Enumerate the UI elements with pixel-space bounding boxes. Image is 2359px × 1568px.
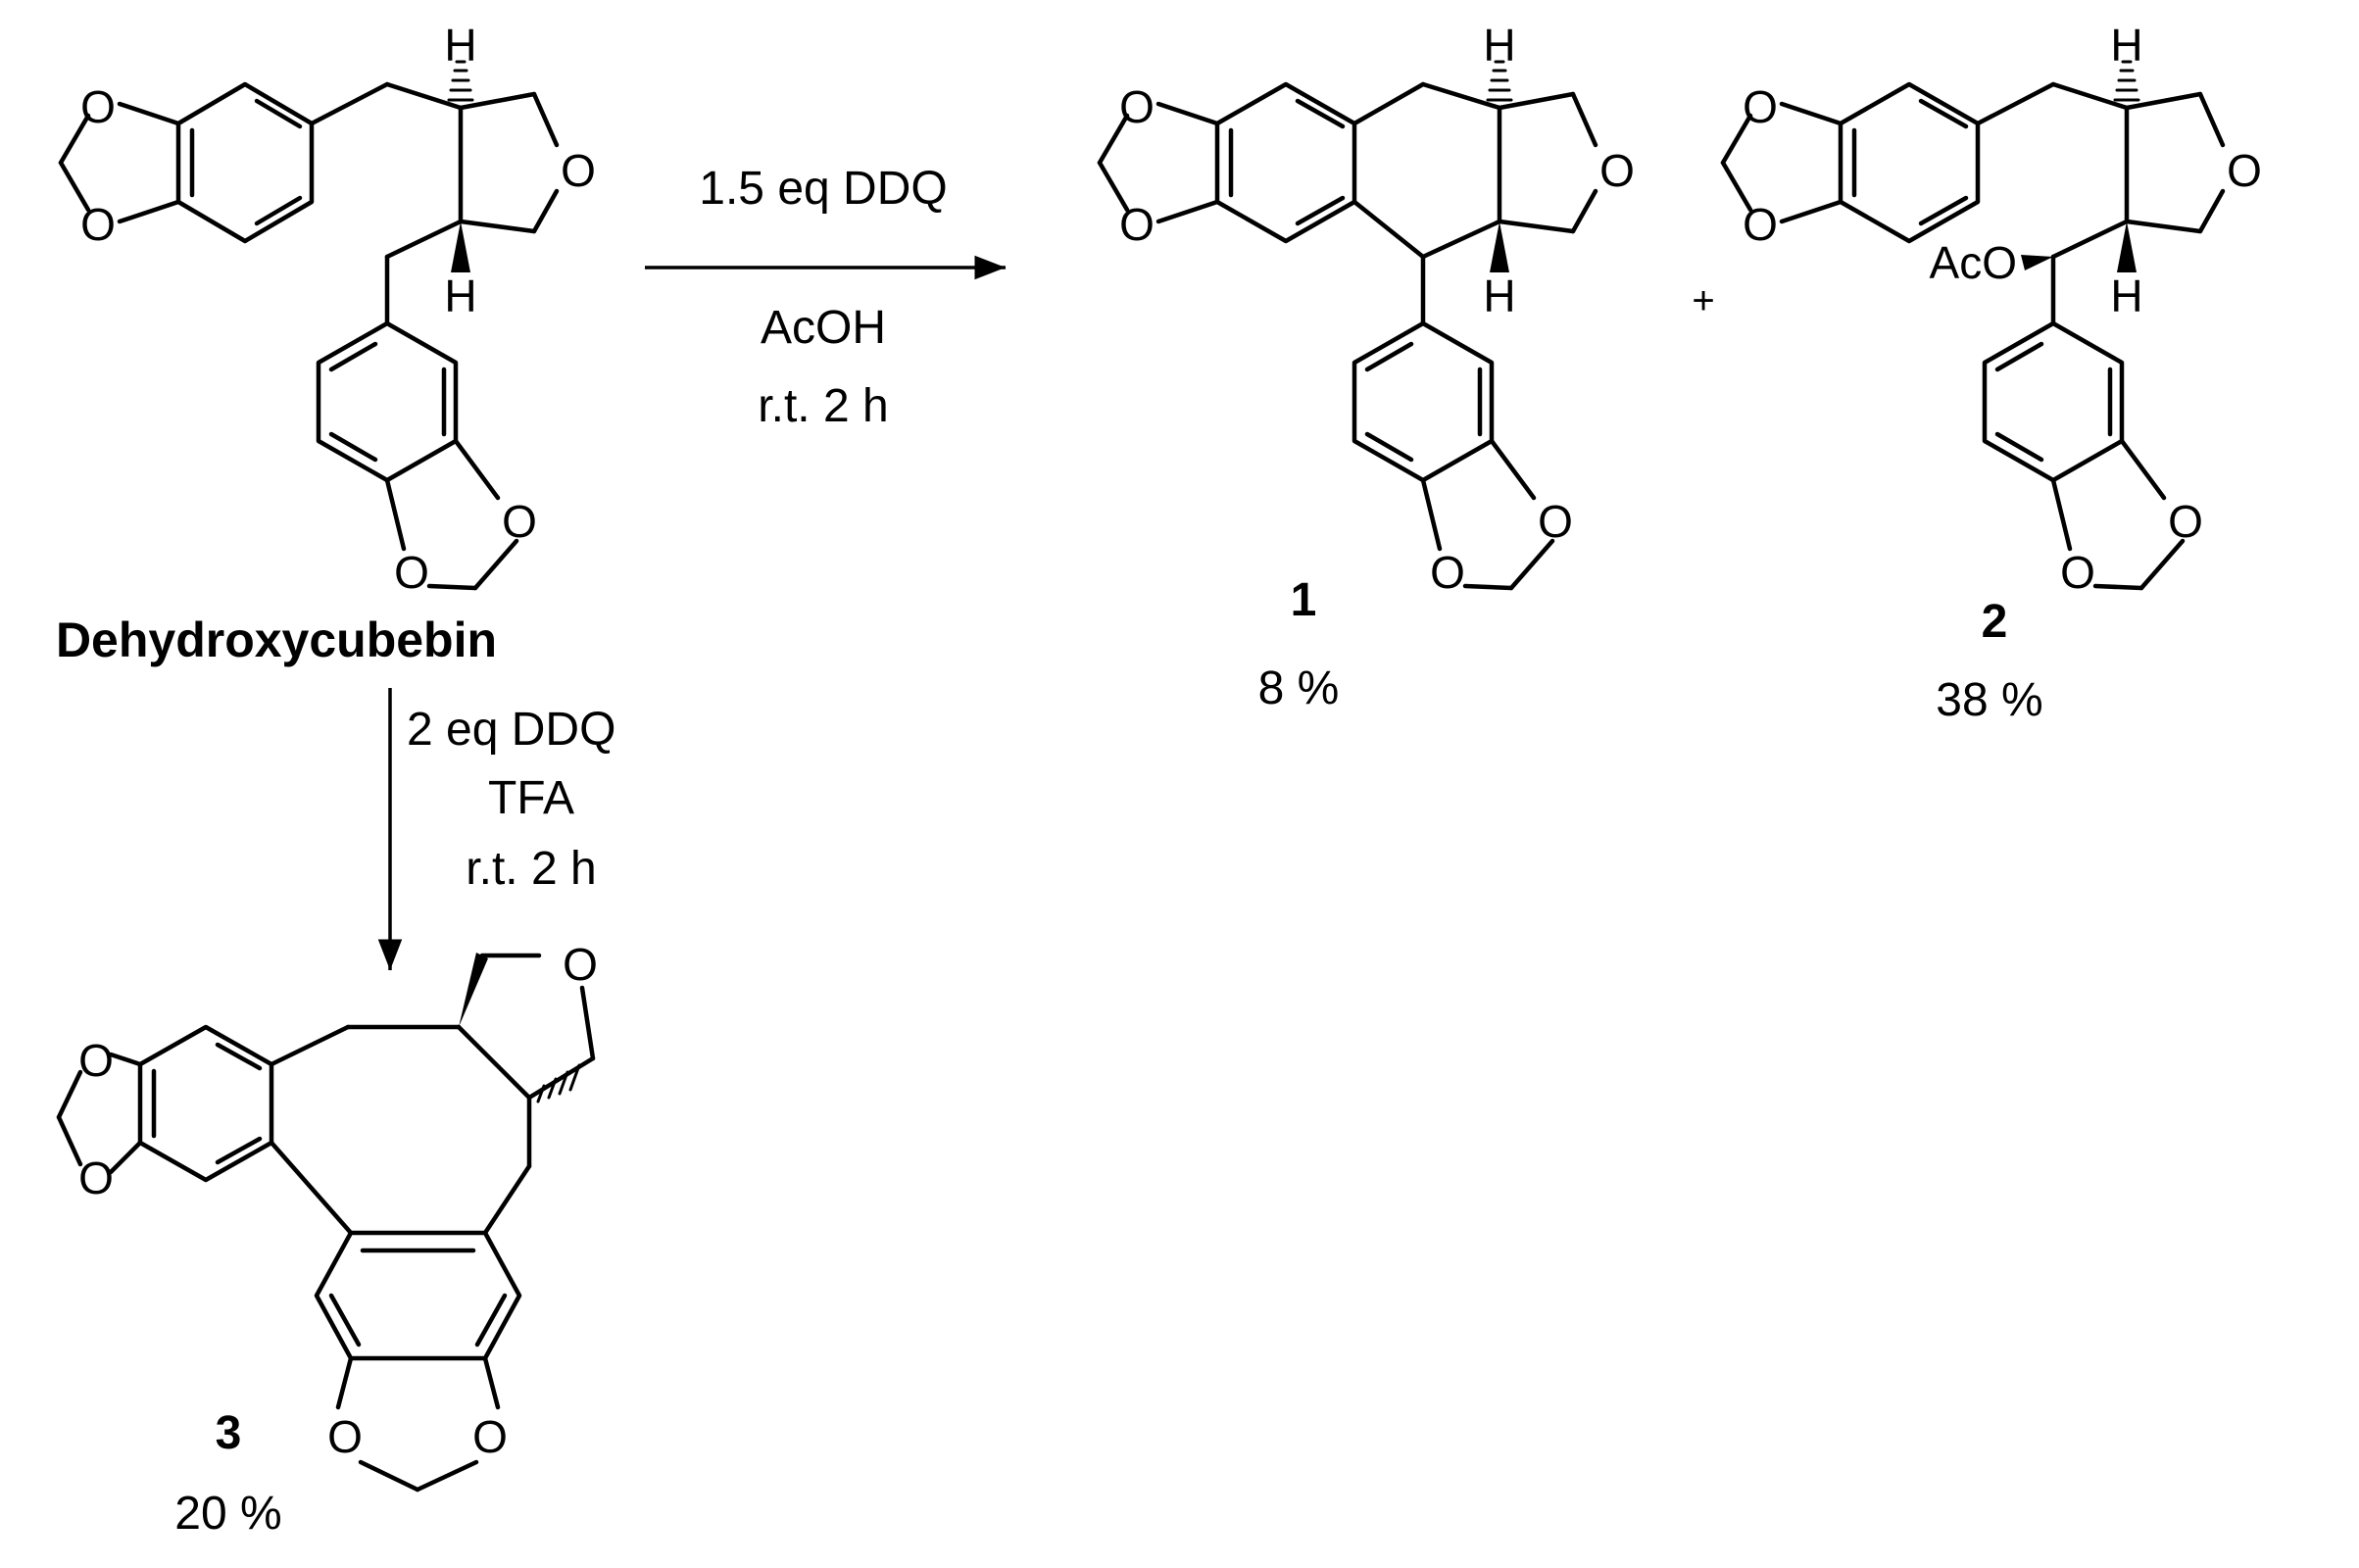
- wedge-h-bottom: [1490, 221, 1509, 272]
- atom-label-o: O: [1430, 547, 1465, 598]
- solvent-label-2: TFA: [488, 772, 574, 824]
- atom-label-o: O: [1743, 81, 1778, 132]
- solvent-label-1: AcOH: [761, 302, 886, 354]
- compound-number-3: 3: [216, 1407, 242, 1459]
- atom-label-h: H: [1483, 20, 1515, 71]
- structure-dehydroxycubebin: O O O O O H H: [58, 20, 596, 598]
- atom-label-h: H: [2110, 270, 2142, 321]
- atom-label-h: H: [444, 20, 476, 71]
- atom-label-o: O: [472, 1411, 508, 1462]
- atom-label-o: O: [80, 199, 116, 250]
- compound-number-1: 1: [1291, 574, 1317, 626]
- hashed-wedge-h-top: [1486, 60, 1513, 102]
- atom-label-o: O: [394, 547, 429, 598]
- atom-label-o: O: [80, 81, 116, 132]
- hashed-wedge: [536, 1063, 581, 1103]
- atom-label-o: O: [78, 1152, 114, 1203]
- atom-label-o: O: [78, 1035, 114, 1086]
- atom-label-o: O: [1599, 145, 1635, 196]
- wedge-h-bottom: [451, 221, 470, 272]
- yield-1: 8 %: [1258, 662, 1340, 714]
- reagent-label-1: 1.5 eq DDQ: [699, 163, 947, 215]
- atom-label-h: H: [444, 270, 476, 321]
- atom-label-o: O: [1119, 199, 1155, 250]
- yield-2: 38 %: [1936, 674, 2042, 726]
- conditions-label-1: r.t. 2 h: [758, 380, 888, 432]
- wedge-oac: [2021, 255, 2053, 270]
- conditions-label-2: r.t. 2 h: [466, 843, 596, 895]
- hashed-wedge-h-top: [2113, 60, 2140, 102]
- atom-label-h: H: [2110, 20, 2142, 71]
- atom-label-h: H: [1483, 270, 1515, 321]
- structure-product-2: O O O O O H H AcO: [1720, 20, 2262, 598]
- atom-label-o: O: [502, 496, 537, 547]
- structure-product-1: O O O O O H H: [1097, 20, 1635, 598]
- compound-name-dehydroxycubebin: Dehydroxycubebin: [56, 612, 497, 667]
- atom-label-o: O: [561, 145, 596, 196]
- atom-label-o: O: [2060, 547, 2095, 598]
- wedge-h-bottom: [2117, 221, 2137, 272]
- atom-label-o: O: [1538, 496, 1573, 547]
- atom-label-o: O: [2168, 496, 2203, 547]
- hashed-wedge-h-top: [447, 60, 474, 102]
- plus-sign: +: [1692, 279, 1714, 322]
- atom-label-o: O: [563, 939, 598, 990]
- atom-label-o: O: [2227, 145, 2262, 196]
- reagent-label-2: 2 eq DDQ: [407, 704, 615, 756]
- structure-product-3: O O O O O: [56, 939, 598, 1493]
- compound-number-2: 2: [1982, 596, 2008, 648]
- wedge-bond: [459, 953, 488, 1027]
- atom-label-o: O: [327, 1411, 363, 1462]
- atom-label-o: O: [1119, 81, 1155, 132]
- atom-label-aco: AcO: [1930, 237, 2017, 288]
- atom-label-o: O: [1743, 199, 1778, 250]
- yield-3: 20 %: [174, 1488, 281, 1540]
